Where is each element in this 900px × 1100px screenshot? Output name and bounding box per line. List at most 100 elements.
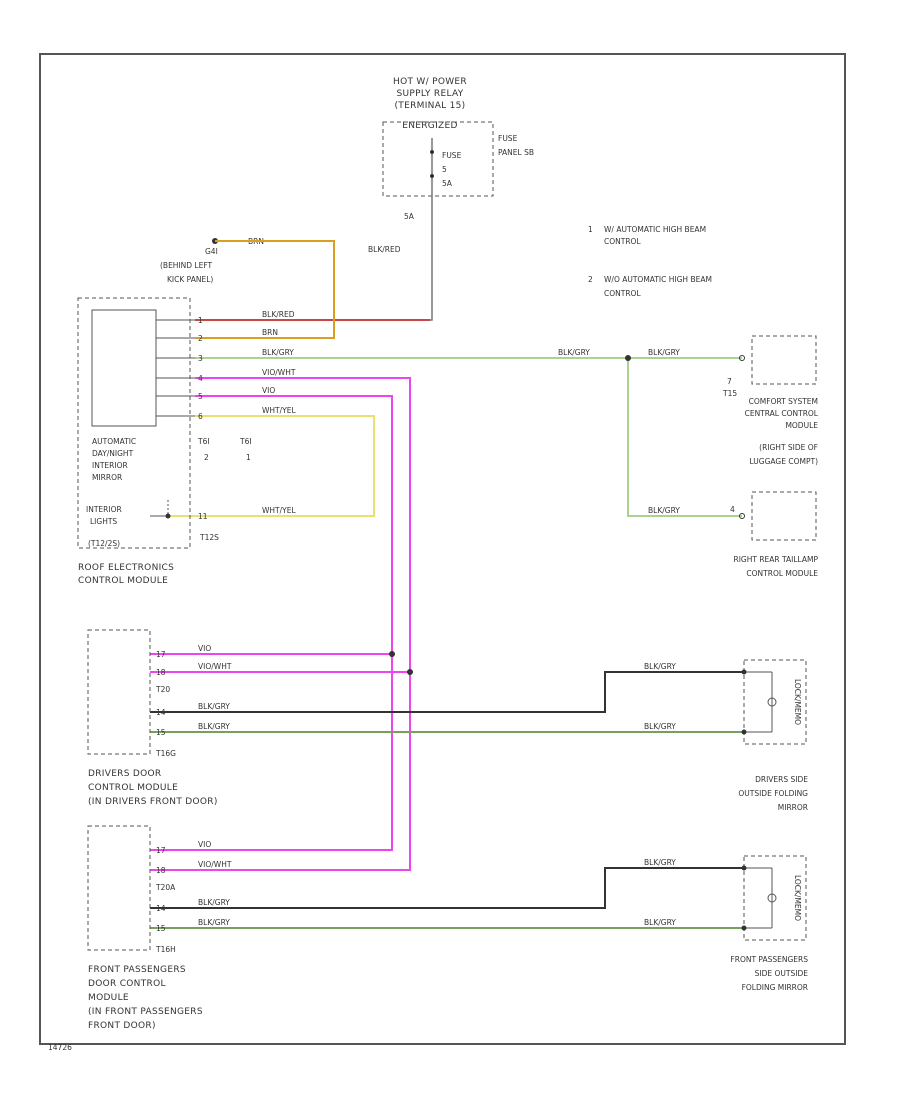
pass-connector-bottom: T16H xyxy=(155,945,176,954)
roof-pin-2: 2 xyxy=(198,334,203,343)
driver-mirror-name-1: DRIVERS SIDE xyxy=(755,775,808,784)
pass-mirror-name-2: SIDE OUTSIDE xyxy=(755,969,809,978)
roof-wire-4: VIO/WHT xyxy=(262,368,296,377)
relay-title-4: ENERGIZED xyxy=(402,121,457,131)
comfort-wire-right: BLK/GRY xyxy=(648,348,680,357)
mirror-label-4: MIRROR xyxy=(92,473,122,482)
ground-location-1: (BEHIND LEFT xyxy=(160,261,213,270)
passenger-mirror-motor-icon xyxy=(767,893,777,903)
driver-wire-3: BLK/GRY xyxy=(198,702,230,711)
relay-title-1: HOT W/ POWER xyxy=(393,77,467,87)
driver-wire-2: VIO/WHT xyxy=(198,662,232,671)
pass-pin-1: 17 xyxy=(156,846,166,855)
splice-vio-wht xyxy=(407,669,413,675)
pass-right-wire-2: BLK/GRY xyxy=(644,918,676,927)
pass-mirror-name-1: FRONT PASSENGERS xyxy=(730,955,808,964)
pass-name-2: DOOR CONTROL xyxy=(88,979,166,989)
mirror-label-2: DAY/NIGHT xyxy=(92,449,134,458)
roof-module-name-2: CONTROL MODULE xyxy=(78,576,168,586)
taillamp-name-2: CONTROL MODULE xyxy=(746,569,818,578)
interior-mirror-box xyxy=(91,309,157,427)
driver-mirror-motor-icon xyxy=(767,697,777,707)
driver-connector-bottom: T16G xyxy=(155,749,176,758)
taillamp-wire: BLK/GRY xyxy=(648,506,680,515)
fuse-label: FUSE xyxy=(442,151,462,160)
splice-vio xyxy=(389,651,395,657)
passenger-mirror-side-label: LOCK/MEMO xyxy=(793,875,802,921)
light-wire: WHT/YEL xyxy=(262,506,296,515)
driver-door-box xyxy=(87,629,151,755)
ground-id: G4I xyxy=(205,247,218,256)
pass-wire-1: VIO xyxy=(198,840,211,849)
wires xyxy=(150,196,742,929)
roof-pin-3: 3 xyxy=(198,354,203,363)
roof-wire-5: VIO xyxy=(262,386,275,395)
driver-right-wire-2: BLK/GRY xyxy=(644,722,676,731)
comfort-name-4: (RIGHT SIDE OF xyxy=(759,443,818,452)
sub-connector-2: T6I xyxy=(239,437,252,446)
wire-vio-wht xyxy=(150,377,411,871)
fuse-panel-label-2: PANEL SB xyxy=(498,148,534,157)
power-supply-relay: HOT W/ POWER SUPPLY RELAY (TERMINAL 15) … xyxy=(368,77,534,254)
wire-brn xyxy=(195,240,335,339)
driver-right-wire-1: BLK/GRY xyxy=(644,662,676,671)
taillamp-pin: 4 xyxy=(730,505,735,514)
sub-connector-2-pin: 1 xyxy=(246,453,251,462)
fuse-amps: 5A xyxy=(404,212,415,221)
wire-vio xyxy=(150,395,393,851)
passenger-mirror-box xyxy=(743,855,807,941)
roof-module-box xyxy=(77,297,191,549)
driver-mirror-name-3: MIRROR xyxy=(778,803,808,812)
driver-pin-1: 17 xyxy=(156,650,166,659)
pass-name-4: (IN FRONT PASSENGERS xyxy=(88,1007,203,1017)
light-label-2: LIGHTS xyxy=(90,517,117,526)
comfort-name-1: COMFORT SYSTEM xyxy=(749,397,818,406)
comfort-pin: 7 xyxy=(727,377,732,386)
driver-mirror: LOCK/MEMO DRIVERS SIDE OUTSIDE FOLDING M… xyxy=(738,659,808,812)
legend-text-1a: W/ AUTOMATIC HIGH BEAM xyxy=(604,225,706,234)
roof-pin-5: 5 xyxy=(198,392,203,401)
fuse-panel-label-1: FUSE xyxy=(498,134,518,143)
comfort-name-3: MODULE xyxy=(785,421,818,430)
legend-num-1: 1 xyxy=(588,225,593,234)
pass-name-1: FRONT PASSENGERS xyxy=(88,965,186,975)
mirror-label-3: INTERIOR xyxy=(92,461,128,470)
mirror-label-1: AUTOMATIC xyxy=(92,437,136,446)
roof-module-name-1: ROOF ELECTRONICS xyxy=(78,563,174,573)
driver-pin-2: 18 xyxy=(156,668,166,677)
pass-name-3: MODULE xyxy=(88,993,129,1003)
driver-door-module: 17 18 T20 14 15 T16G VIO VIO/WHT BLK/GRY… xyxy=(87,629,676,807)
taillamp-name-1: RIGHT REAR TAILLAMP xyxy=(733,555,818,564)
pass-wire-4: BLK/GRY xyxy=(198,918,230,927)
passenger-door-module: 17 18 T20A 14 15 T16H VIO VIO/WHT BLK/GR… xyxy=(87,825,676,1031)
roof-pin-6: 6 xyxy=(198,412,203,421)
comfort-name-2: CENTRAL CONTROL xyxy=(745,409,819,418)
pass-right-wire-1: BLK/GRY xyxy=(644,858,676,867)
driver-mirror-name-2: OUTSIDE FOLDING xyxy=(738,789,808,798)
driver-pin-4: 15 xyxy=(156,728,166,737)
pass-name-5: FRONT DOOR) xyxy=(88,1021,156,1031)
driver-name-3: (IN DRIVERS FRONT DOOR) xyxy=(88,797,218,807)
relay-title-2: SUPPLY RELAY xyxy=(396,89,463,99)
diagram-footer-id: 14726 xyxy=(48,1043,72,1052)
driver-wire-1: VIO xyxy=(198,644,211,653)
pass-pin-4: 15 xyxy=(156,924,166,933)
relay-title-3: (TERMINAL 15) xyxy=(395,101,466,111)
pass-mirror-name-3: FOLDING MIRROR xyxy=(742,983,808,992)
light-pin: 11 xyxy=(198,512,208,521)
pass-pin-3: 14 xyxy=(156,904,166,913)
driver-name-1: DRIVERS DOOR xyxy=(88,769,161,779)
driver-connector-top: T20 xyxy=(155,685,170,694)
light-label-3: (T12/2S) xyxy=(88,539,120,548)
wire-wht-yel xyxy=(170,415,375,517)
wire-blk-red-gray xyxy=(195,196,433,321)
fuse-terminal-bottom xyxy=(430,174,434,178)
comfort-pin-node xyxy=(739,355,745,361)
comfort-module-box xyxy=(751,335,817,385)
fuse-terminal-top xyxy=(430,150,434,154)
driver-mirror-box xyxy=(743,659,807,745)
wire-driver-blk-gry-1 xyxy=(150,671,742,713)
sub-connector-1-pin: 2 xyxy=(204,453,209,462)
legend: 1 W/ AUTOMATIC HIGH BEAM CONTROL 2 W/O A… xyxy=(588,225,712,298)
